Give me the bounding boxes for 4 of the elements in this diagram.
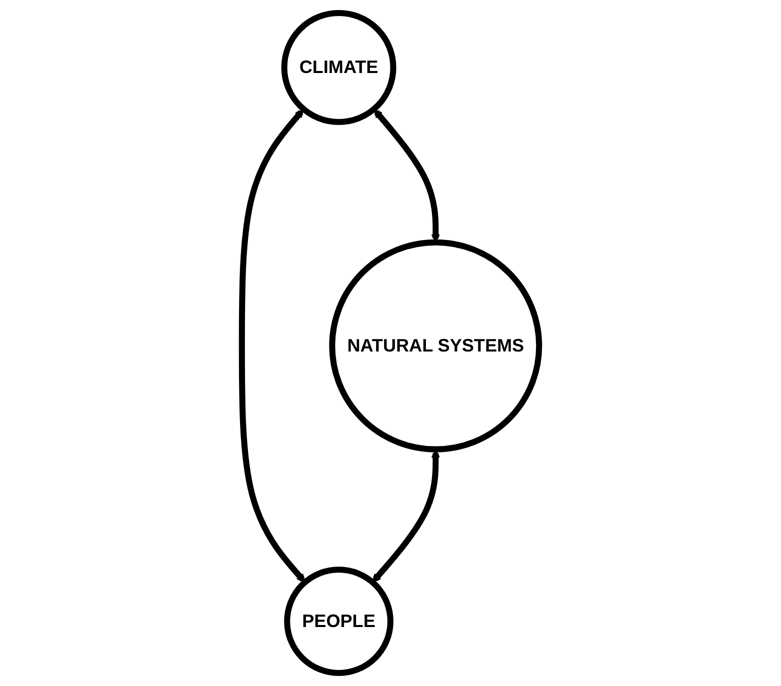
node-circle: NATURAL SYSTEMS <box>329 239 542 452</box>
arrow <box>238 109 306 583</box>
node-circle: CLIMATE <box>281 10 396 125</box>
node-circle: PEOPLE <box>284 566 394 676</box>
